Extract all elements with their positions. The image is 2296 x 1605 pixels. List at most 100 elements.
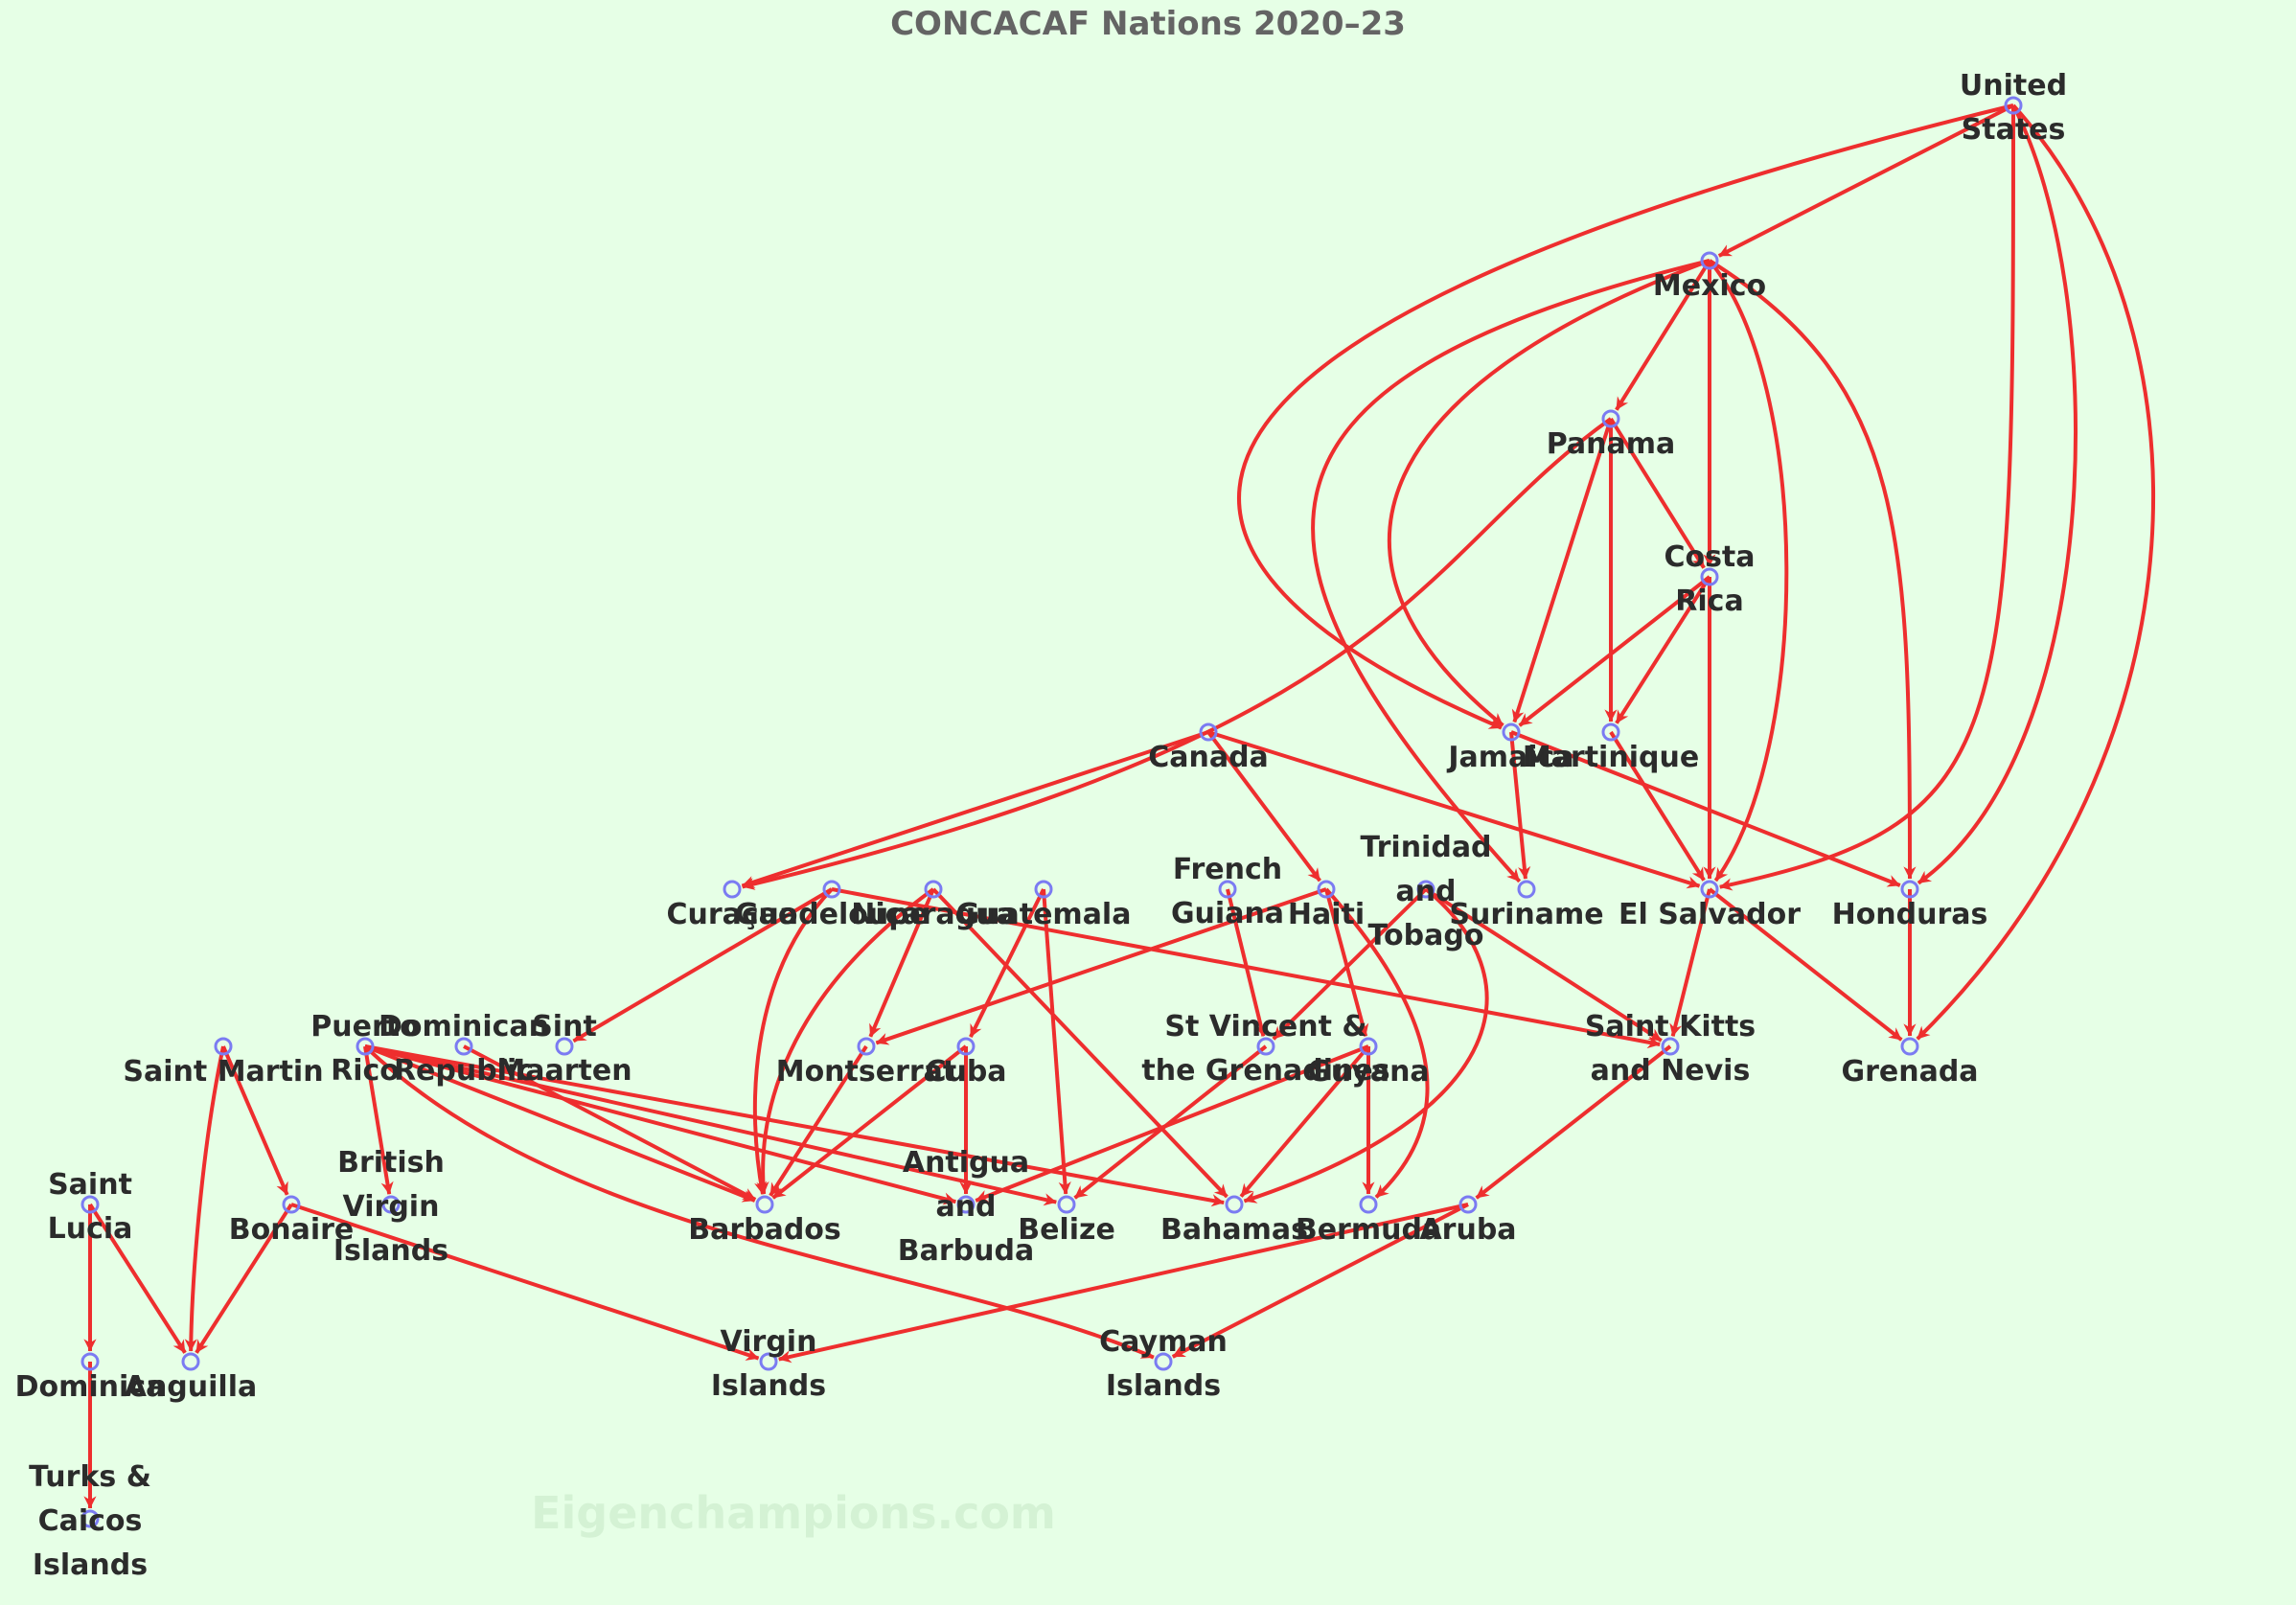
- node-can[interactable]: [1199, 722, 1218, 742]
- edge-skn-aru: [1475, 1044, 1672, 1200]
- node-vin[interactable]: [1256, 1037, 1275, 1056]
- node-sur[interactable]: [1517, 880, 1536, 899]
- node-gua[interactable]: [1034, 880, 1053, 899]
- node-label-line: Puerto: [310, 1010, 419, 1043]
- edge-can-slv: [1207, 730, 1701, 889]
- node-label-grn: Grenada: [1841, 1055, 1978, 1089]
- diagram-title: CONCACAF Nations 2020–23: [890, 5, 1406, 43]
- node-glp[interactable]: [822, 880, 841, 899]
- node-bah[interactable]: [1225, 1195, 1244, 1214]
- node-atg[interactable]: [956, 1195, 976, 1214]
- node-brb[interactable]: [755, 1195, 774, 1214]
- edge-hai-msr: [875, 887, 1327, 1045]
- node-skn[interactable]: [1661, 1037, 1680, 1056]
- node-nca[interactable]: [924, 880, 943, 899]
- node-label-line: El Salvador: [1619, 898, 1801, 931]
- node-pan[interactable]: [1601, 409, 1620, 428]
- node-lca[interactable]: [80, 1195, 100, 1214]
- node-label-line: Rico: [331, 1054, 400, 1088]
- edge-usa-mex: [1717, 103, 2014, 258]
- node-hon[interactable]: [1900, 880, 1919, 899]
- node-label-line: and: [935, 1190, 996, 1224]
- node-bon[interactable]: [282, 1195, 301, 1214]
- node-msr[interactable]: [857, 1037, 876, 1056]
- edge-mex-pan: [1615, 259, 1711, 411]
- node-label-gua: Guatemala: [956, 898, 1132, 931]
- edge-glp-sxm: [572, 887, 834, 1043]
- node-label-line: Costa: [1664, 540, 1755, 574]
- node-jam[interactable]: [1502, 722, 1521, 742]
- node-hai[interactable]: [1317, 880, 1336, 899]
- node-smt[interactable]: [214, 1037, 233, 1056]
- node-label-line: Bahamas: [1160, 1213, 1308, 1247]
- node-blz[interactable]: [1057, 1195, 1076, 1214]
- node-label-line: Antigua: [903, 1146, 1029, 1180]
- node-aru[interactable]: [1458, 1195, 1478, 1214]
- node-dma[interactable]: [80, 1352, 100, 1371]
- node-mtq[interactable]: [1601, 722, 1620, 742]
- node-label-line: Martinique: [1523, 741, 1699, 774]
- edge-slv-grn: [1708, 887, 1903, 1042]
- node-aia[interactable]: [181, 1352, 200, 1371]
- edge-msr-brb: [769, 1044, 868, 1197]
- node-label-line: Mexico: [1653, 269, 1766, 303]
- node-label-line: Suriname: [1449, 898, 1603, 931]
- edge-crc-jam: [1518, 575, 1711, 727]
- node-label-line: British: [337, 1146, 445, 1180]
- node-label-line: Haiti: [1288, 898, 1365, 931]
- edge-pur-vgb: [363, 1045, 394, 1195]
- edge-dom-brb: [463, 1044, 757, 1202]
- node-label-line: Islands: [33, 1548, 148, 1582]
- node-cuw[interactable]: [723, 880, 742, 899]
- edge-guf-vin: [1226, 888, 1267, 1037]
- edge-pan-jam: [1511, 418, 1613, 723]
- node-guf[interactable]: [1218, 880, 1237, 899]
- node-label-line: Saint: [48, 1168, 132, 1202]
- node-mex[interactable]: [1700, 251, 1719, 270]
- node-label-line: Guadeloupe: [735, 898, 929, 931]
- node-label-bah: Bahamas: [1160, 1213, 1308, 1247]
- watermark: Eigenchampions.com: [531, 1487, 1056, 1539]
- edge-pur-atg: [364, 1044, 956, 1205]
- node-tri[interactable]: [1416, 880, 1435, 899]
- node-guy[interactable]: [1359, 1037, 1378, 1056]
- edge-aru-vir: [778, 1203, 1469, 1364]
- edge-tri-vin: [1272, 887, 1428, 1041]
- node-vir[interactable]: [759, 1352, 778, 1371]
- edge-hai-ber: [1324, 887, 1430, 1199]
- edge-usa-jam: [1237, 103, 2014, 730]
- node-usa[interactable]: [2004, 96, 2023, 115]
- edge-aru-cay: [1171, 1203, 1469, 1359]
- edge-can-cuw: [741, 730, 1209, 888]
- node-vgb[interactable]: [381, 1195, 401, 1214]
- node-slv[interactable]: [1700, 880, 1719, 899]
- node-ber[interactable]: [1359, 1195, 1378, 1214]
- node-cay[interactable]: [1154, 1352, 1173, 1371]
- edge-crc-mtq: [1615, 575, 1711, 724]
- node-sxm[interactable]: [555, 1037, 574, 1056]
- node-dom[interactable]: [454, 1037, 473, 1056]
- node-label-line: Islands: [1106, 1369, 1221, 1403]
- node-label-line: Bonaire: [229, 1213, 355, 1247]
- node-label-line: Dominica: [15, 1370, 166, 1404]
- node-cub[interactable]: [956, 1037, 976, 1056]
- node-tca[interactable]: [80, 1509, 100, 1528]
- edge-nca-brb: [756, 887, 935, 1195]
- node-label-line: Belize: [1018, 1213, 1115, 1247]
- edge-smt-bon: [221, 1045, 289, 1196]
- node-label-line: Islands: [333, 1234, 448, 1268]
- node-grn[interactable]: [1900, 1037, 1919, 1056]
- node-label-line: Honduras: [1832, 898, 1988, 931]
- edge-usa-hon: [1917, 104, 2078, 885]
- node-pur[interactable]: [356, 1037, 375, 1056]
- edge-cub-brb: [771, 1044, 968, 1200]
- edge-hai-guy: [1324, 888, 1369, 1037]
- edge-mex-hon: [1708, 259, 1917, 880]
- node-crc[interactable]: [1700, 567, 1719, 586]
- node-label-vin: St Vincent &the Grenadines: [1141, 1010, 1389, 1088]
